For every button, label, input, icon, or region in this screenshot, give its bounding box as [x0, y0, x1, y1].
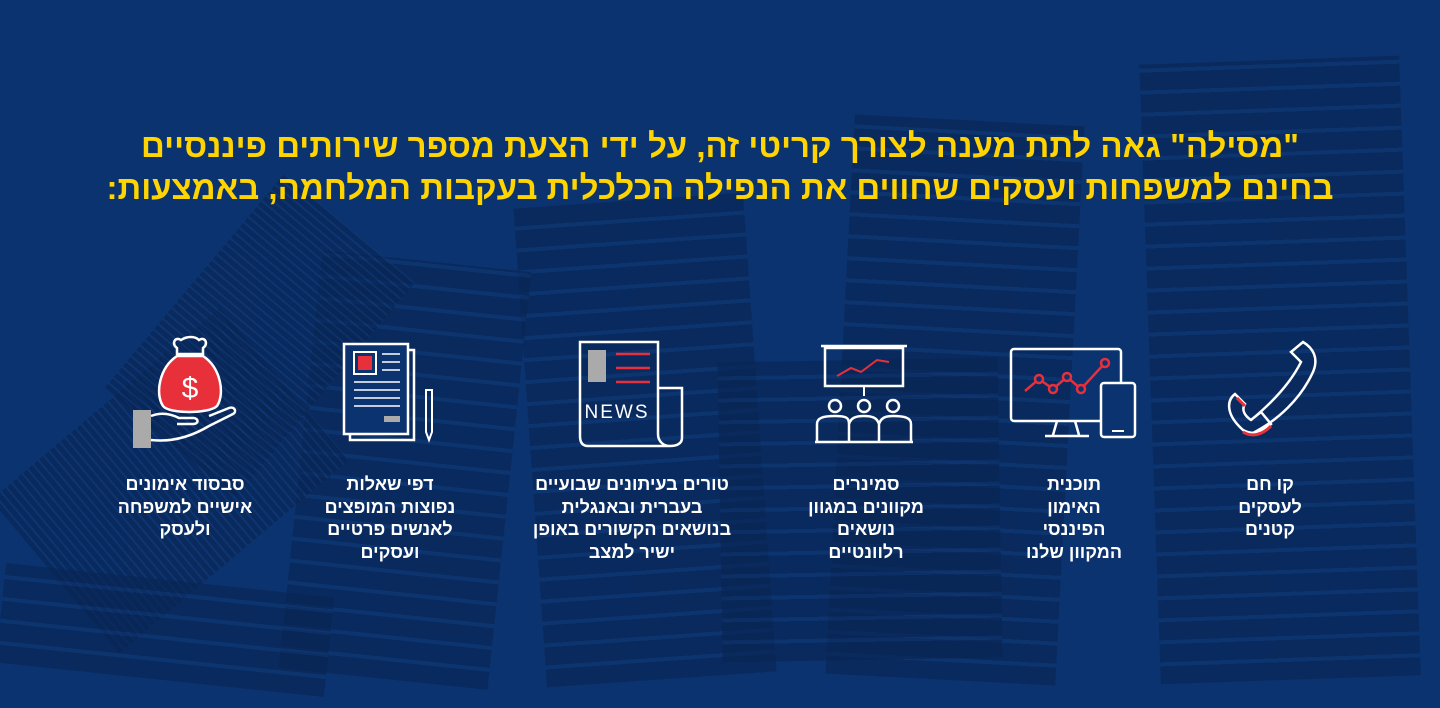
service-newspaper-columns: NEWS טורים בעיתונים שבועיים בעברית ובאנג…	[522, 330, 742, 563]
service-label-line: קו חם	[1246, 474, 1294, 494]
service-label-line: נפוצות המופצים	[324, 496, 456, 517]
service-label-line: האימון	[1047, 496, 1101, 517]
service-seminars: סמינרים מקוונים במגוון נושאים רלוונטיים	[756, 330, 976, 563]
service-label-line: קטנים	[1245, 519, 1295, 539]
service-label-line: הפיננסי	[1042, 519, 1106, 539]
money-bag-hand-icon: $	[75, 330, 295, 455]
service-online-coaching: תוכנית האימון הפיננסי המקוון שלנו	[964, 330, 1184, 563]
service-label-line: ועסקים	[360, 541, 420, 562]
service-label-line: טורים בעיתונים שבועיים	[535, 474, 729, 494]
dollar-sign: $	[182, 372, 199, 405]
document-pen-icon	[280, 330, 500, 455]
service-label-line: לאנשים פרטיים	[327, 519, 453, 539]
headline: "מסילה" גאה לתת מענה לצורך קריטי זה, על …	[0, 125, 1440, 209]
service-label-line: בעברית ובאנגלית	[561, 496, 703, 517]
service-label-line: ישיר למצב	[588, 541, 676, 562]
service-subsidized-coaching: $ סבסוד אימונים אישיים למשפחה ולעסק	[75, 330, 295, 541]
service-label-line: ולעסק	[159, 519, 211, 539]
headline-line-2: בחינם למשפחות ועסקים שחווים את הנפילה הכ…	[106, 169, 1334, 206]
service-hotline: קו חם לעסקים קטנים	[1160, 330, 1380, 541]
news-label: NEWS	[585, 402, 650, 423]
seminar-presentation-icon	[756, 330, 976, 455]
service-label-line: תוכנית	[1046, 474, 1102, 494]
phone-icon	[1160, 330, 1380, 455]
service-label-line: דפי שאלות	[346, 474, 434, 494]
service-label-line: אישיים למשפחה	[117, 496, 253, 517]
service-label-line: המקוון שלנו	[1025, 541, 1123, 562]
online-devices-chart-icon	[964, 330, 1184, 455]
service-label-line: סמינרים	[832, 474, 900, 494]
service-label-line: סבסוד אימונים	[125, 474, 245, 494]
service-label-line: נושאים	[837, 519, 895, 539]
headline-line-1: "מסילה" גאה לתת מענה לצורך קריטי זה, על …	[141, 127, 1299, 164]
service-label-line: בנושאים הקשורים באופן	[532, 519, 732, 539]
service-faq-sheets: דפי שאלות נפוצות המופצים לאנשים פרטיים ו…	[280, 330, 500, 563]
newspaper-icon: NEWS	[522, 330, 742, 455]
service-label-line: רלוונטיים	[828, 541, 904, 562]
service-label-line: מקוונים במגוון	[808, 496, 924, 517]
service-label-line: לעסקים	[1238, 496, 1302, 517]
